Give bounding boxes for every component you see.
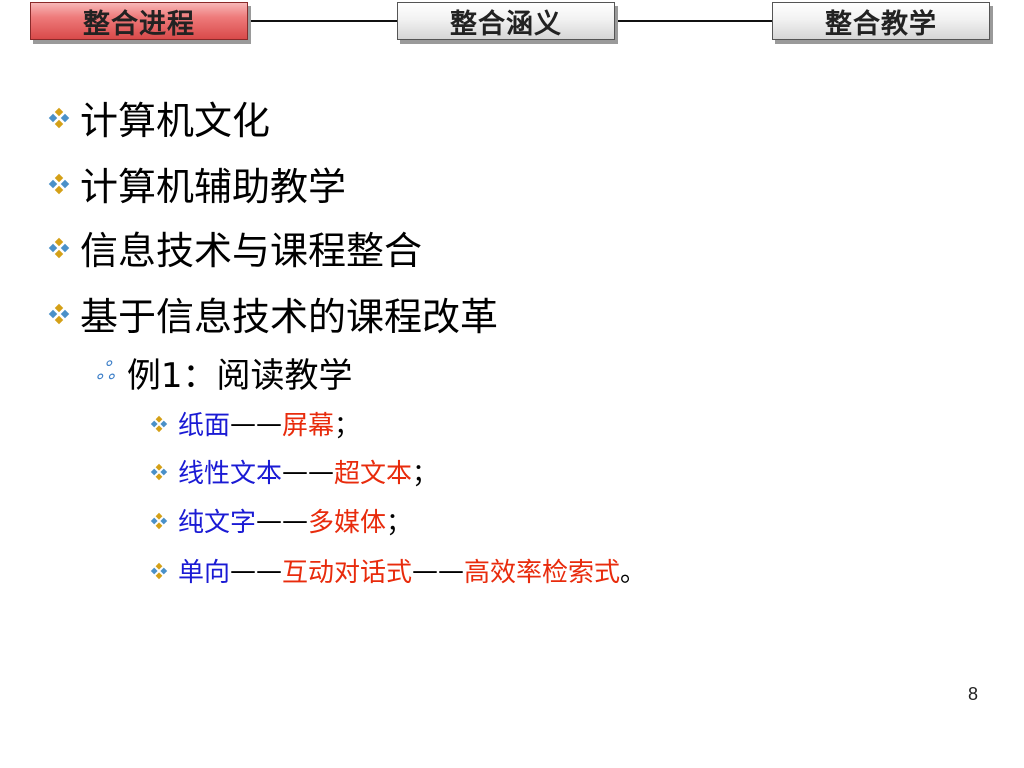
sub-item-part: 互动对话式 [282,558,413,588]
swirl-bullet-icon: ஃ [96,357,115,385]
diamond-bullet-icon [48,303,70,324]
sub-item-part: 单向 [178,558,231,588]
nav-connector-line [248,20,398,22]
sub-item-part: ； [386,508,413,538]
bullet-item: 计算机辅助教学 [48,156,347,211]
nav-connector-line [614,20,774,22]
sub-item-part: 超文本 [334,459,413,489]
sub-item: 单向——互动对话式——高效率检索式。 [150,552,646,589]
sub-item-part: 纯文字 [178,508,257,538]
diamond-bullet-icon [150,512,168,529]
sub-item-part: 纸面 [178,411,231,441]
sub-item-part: ； [334,411,361,441]
example-title: 例1：阅读教学 [126,356,353,396]
diamond-bullet-icon [48,237,70,258]
sub-item: 线性文本——超文本； [150,453,438,490]
bullet-text: 计算机辅助教学 [80,165,347,209]
page-number: 8 [967,684,978,704]
sub-item-part: —— [412,555,465,586]
sub-item-part: 屏幕 [282,411,335,441]
bullet-text: 基于信息技术的课程改革 [80,295,499,339]
sub-item: 纯文字——多媒体； [150,502,412,539]
bullet-text: 计算机文化 [80,99,271,143]
diamond-bullet-icon [48,173,70,194]
sub-item-part: —— [256,505,309,536]
diamond-bullet-icon [150,562,168,579]
example-heading: ஃ 例1：阅读教学 [96,348,352,397]
sub-item-part: 多媒体 [308,508,387,538]
sub-item: 纸面——屏幕； [150,405,360,442]
bullet-text: 信息技术与课程整合 [80,229,423,273]
bullet-item: 计算机文化 [48,90,271,145]
sub-item-part: —— [230,555,283,586]
nav-tab-integration-process[interactable]: 整合进程 [30,2,248,40]
sub-item-part: —— [230,408,283,439]
nav-tab-integration-teaching[interactable]: 整合教学 [772,2,990,40]
diamond-bullet-icon [150,415,168,432]
diamond-bullet-icon [150,463,168,480]
sub-item-part: —— [282,456,335,487]
bullet-item: 基于信息技术的课程改革 [48,286,499,341]
sub-item-part: 线性文本 [178,459,283,489]
sub-item-part: 高效率检索式 [464,558,621,588]
sub-item-part: 。 [620,558,647,588]
nav-tab-integration-meaning[interactable]: 整合涵义 [397,2,615,40]
diamond-bullet-icon [48,107,70,128]
sub-item-part: ； [412,459,439,489]
bullet-item: 信息技术与课程整合 [48,220,423,275]
